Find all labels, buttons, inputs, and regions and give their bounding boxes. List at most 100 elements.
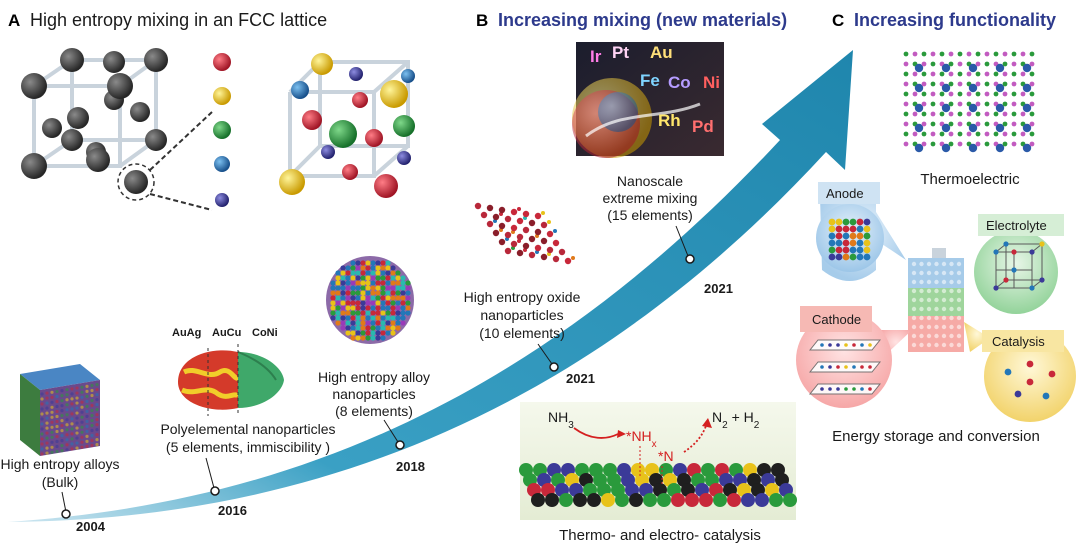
atom xyxy=(350,265,356,271)
milestone-marker xyxy=(685,254,695,264)
atom xyxy=(60,424,64,428)
atom xyxy=(355,330,361,336)
atom xyxy=(90,383,94,388)
atom xyxy=(1002,51,1008,57)
atom xyxy=(380,280,386,286)
atom xyxy=(385,270,391,276)
atom xyxy=(528,219,536,227)
catalysis-inset: NH3 *NHx *N N2 + H2 Thermo- and electro-… xyxy=(519,402,797,544)
atom xyxy=(40,452,44,456)
atom xyxy=(395,285,401,291)
atom xyxy=(558,248,566,256)
atom xyxy=(95,423,99,427)
atom xyxy=(380,275,386,281)
atom xyxy=(355,275,361,281)
atom xyxy=(860,387,864,391)
atom xyxy=(849,218,857,226)
atom xyxy=(80,430,84,434)
atom xyxy=(941,103,951,113)
atom xyxy=(375,265,381,271)
atom xyxy=(350,315,356,321)
atom xyxy=(360,335,366,341)
element-tile-pd: Pd xyxy=(692,117,714,136)
atom xyxy=(335,305,341,311)
atom xyxy=(856,239,864,247)
atom xyxy=(541,211,545,215)
atom xyxy=(852,387,856,391)
atom xyxy=(40,427,44,431)
atom xyxy=(360,315,366,321)
intermediate-nhx-label: *NHx xyxy=(626,428,657,450)
atom xyxy=(80,390,84,394)
cathode-label-box xyxy=(800,306,872,332)
atom xyxy=(912,131,918,137)
atom xyxy=(863,253,871,261)
atom xyxy=(95,398,99,402)
atom xyxy=(380,325,386,331)
atom xyxy=(1026,360,1034,368)
atom xyxy=(564,257,572,265)
atom xyxy=(70,412,74,416)
atom xyxy=(50,400,54,404)
atom xyxy=(390,305,396,311)
atom xyxy=(370,280,376,286)
atom xyxy=(380,330,386,336)
atom xyxy=(540,221,548,229)
atom xyxy=(340,265,346,271)
atom xyxy=(934,270,939,276)
atom xyxy=(993,285,999,291)
atom xyxy=(930,141,936,147)
atom xyxy=(941,270,947,276)
atom xyxy=(868,365,872,369)
atom xyxy=(350,310,356,316)
atom xyxy=(65,403,69,407)
atom xyxy=(60,404,64,408)
atom xyxy=(390,300,396,306)
atom xyxy=(956,279,962,285)
atom xyxy=(65,448,69,452)
atom xyxy=(1029,121,1035,127)
anode-label: Anode xyxy=(826,186,864,201)
atom xyxy=(968,83,978,93)
atom xyxy=(340,285,346,291)
atom xyxy=(919,279,924,285)
atom xyxy=(395,310,401,316)
atom xyxy=(914,63,924,73)
atom xyxy=(355,270,361,276)
atom xyxy=(365,305,371,311)
atom xyxy=(50,415,54,419)
atom xyxy=(40,442,44,446)
atom xyxy=(552,239,560,247)
atom xyxy=(400,280,406,286)
atom xyxy=(380,305,386,311)
atom xyxy=(90,403,94,408)
atom xyxy=(957,131,963,137)
atom xyxy=(842,239,850,247)
atom xyxy=(380,300,386,306)
atom xyxy=(365,300,371,306)
atom xyxy=(335,295,341,301)
atom xyxy=(60,389,64,393)
atom xyxy=(984,61,990,67)
atom xyxy=(360,290,366,296)
atom xyxy=(335,300,341,306)
atom xyxy=(65,438,69,442)
atom xyxy=(70,442,74,446)
atom xyxy=(80,410,84,414)
atom xyxy=(390,290,396,296)
atom xyxy=(345,310,351,316)
reactant-label: NH3 xyxy=(548,409,574,431)
atom xyxy=(522,226,530,234)
panel-b-title: Increasing mixing (new materials) xyxy=(498,10,787,30)
atom xyxy=(957,121,963,127)
atom xyxy=(1029,101,1035,107)
electrolyte-label: Electrolyte xyxy=(986,218,1047,233)
atom xyxy=(836,365,840,369)
atom xyxy=(375,335,381,341)
atom xyxy=(966,91,972,97)
atom xyxy=(911,342,917,348)
atom xyxy=(395,325,401,331)
atom xyxy=(350,300,356,306)
atom xyxy=(1011,131,1017,137)
atom xyxy=(921,61,927,67)
